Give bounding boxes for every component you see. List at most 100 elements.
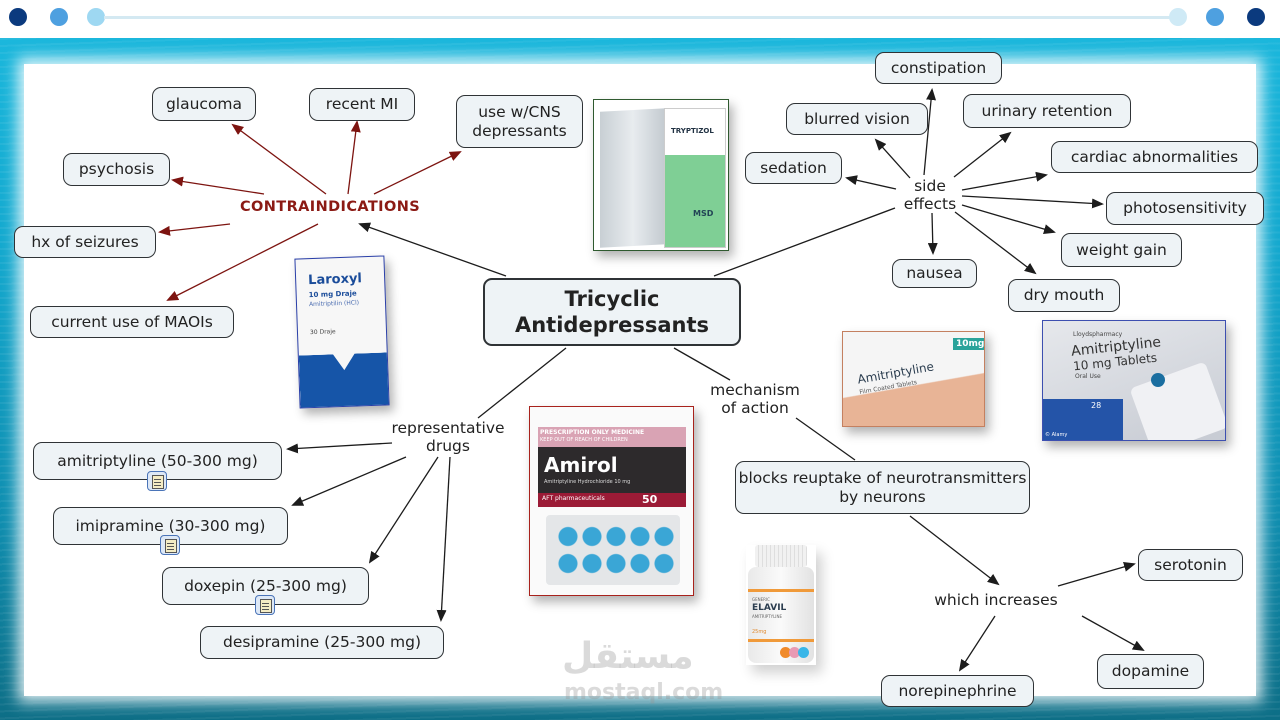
note-icon[interactable] [255,595,275,615]
lloyds-count: 28 [1091,401,1102,410]
connector-desipramine [436,456,451,622]
amirol-count: 50 [642,493,658,506]
header-dot [1247,8,1265,26]
elavil-brand: ELAVIL [752,603,787,613]
connector-blocks-increases [909,515,1000,586]
amirol-warning: PRESCRIPTION ONLY MEDICINE [540,429,645,436]
node-cardiac[interactable]: cardiac abnormalities [1051,141,1258,173]
elavil-generic: AMITRIPTYLINE [752,614,782,619]
connector-urinary [953,131,1012,178]
node-cns-line-1: use w/CNS [478,102,561,121]
side-effects-line-1: side [914,177,946,195]
node-nausea[interactable]: nausea [892,259,977,288]
amirol-photo: PRESCRIPTION ONLY MEDICINE KEEP OUT OF R… [529,406,694,596]
tryptizol-box: TRYPTIZOL MSD [664,108,726,248]
connector-photo [961,195,1104,209]
connector-drymouth [954,211,1037,275]
laroxyl-blue-band [299,352,390,408]
connector-maois [166,223,319,301]
amirol-blister [546,515,680,585]
rep-drugs-line-2: drugs [426,437,470,455]
header-line [104,16,1176,19]
node-norepinephrine[interactable]: norepinephrine [881,675,1034,707]
watermark-arabic: مستقل [562,636,694,677]
pill-orange [780,647,791,658]
laroxyl-brand: Laroxyl [307,271,363,289]
amirol-generic: Amitriptyline Hydrochloride 10 mg [544,479,631,485]
node-psychosis[interactable]: psychosis [63,153,170,186]
node-photosensitivity[interactable]: photosensitivity [1106,192,1264,225]
laroxyl-generic: Amitriptilin (HCl) [308,299,360,309]
root-line-1: Tricyclic [564,287,660,311]
amitriptyline-box-photo: Amitriptyline Film Coated Tablets 10mg [842,331,985,427]
which-increases-label[interactable]: which increases [934,591,1058,609]
node-serotonin[interactable]: serotonin [1138,549,1243,581]
connector-constipation [923,88,937,176]
connector-recent-mi [347,120,361,195]
laroxyl-count: 30 Draje [309,328,336,337]
laroxyl-dose: 10 mg Draje [308,289,357,300]
pill-blue [798,647,809,658]
lloyds-photo: Lloydspharmacy Amitriptyline 10 mg Table… [1042,320,1226,441]
node-dopamine[interactable]: dopamine [1097,654,1204,689]
rep-drugs-line-1: representative [391,419,505,437]
connector-norepinephrine [958,615,996,672]
lloyds-blister [1129,361,1225,440]
note-icon[interactable] [160,535,180,555]
connector-weight [961,204,1056,234]
tryptizol-photo: TRYPTIZOL MSD [593,99,729,251]
elavil-bottle-photo: GENERIC ELAVIL AMITRIPTYLINE 25mg [746,545,816,665]
node-sedation[interactable]: sedation [745,152,842,184]
connector-doxepin [368,456,439,564]
node-blurred-vision[interactable]: blurred vision [786,103,928,135]
pill-pink [789,647,800,658]
node-cns-depressants[interactable]: use w/CNS depressants [456,95,583,148]
elavil-dose: 25mg [752,629,767,635]
lloyds-maker: Lloydspharmacy [1073,331,1123,338]
main-connectors [286,88,1145,672]
connector-blurred [874,138,911,179]
node-dry-mouth[interactable]: dry mouth [1008,279,1120,312]
root-node[interactable]: Tricyclic Antidepressants [483,278,741,346]
blocks-line-1: blocks reuptake of neurotransmitters [738,468,1027,487]
contraindications-heading[interactable]: CONTRAINDICATIONS [240,199,421,215]
elavil-tag: GENERIC [752,597,770,602]
watermark-latin: mostaql.com [564,680,724,705]
connector-root-drugs [477,347,567,419]
node-recent-mi[interactable]: recent MI [309,88,415,121]
header-dot [87,8,105,26]
note-icon[interactable] [147,471,167,491]
side-effects-label[interactable]: side effects [895,177,965,213]
connector-glaucoma [231,123,327,195]
connector-root-contra [358,222,507,277]
lloyds-use: Oral Use [1075,373,1101,380]
node-glaucoma[interactable]: glaucoma [152,87,256,121]
amirol-warning-2: KEEP OUT OF REACH OF CHILDREN [540,437,628,443]
connector-sedation [845,175,897,190]
header-dot [9,8,27,26]
connector-serotonin [1057,561,1136,587]
connector-seizures [158,223,231,236]
node-urinary-retention[interactable]: urinary retention [963,94,1131,128]
connector-dopamine [1081,615,1145,651]
node-desipramine[interactable]: desipramine (25-300 mg) [200,626,444,659]
header-dot [1206,8,1224,26]
node-blocks-reuptake[interactable]: blocks reuptake of neurotransmitters by … [735,461,1030,514]
contraindication-connectors [158,120,462,301]
slide-header-bar [0,0,1280,38]
connector-imipramine [291,456,407,506]
connector-root-side [713,207,896,277]
bottle-cap [755,545,807,567]
side-effects-line-2: effects [903,195,957,213]
mechanism-label[interactable]: mechanism of action [700,381,810,417]
representative-drugs-label[interactable]: representative drugs [383,419,513,455]
node-hx-seizures[interactable]: hx of seizures [14,226,156,258]
node-maois[interactable]: current use of MAOIs [30,306,234,338]
connector-cns [373,151,462,195]
node-weight-gain[interactable]: weight gain [1061,233,1182,267]
amirol-brand: Amirol [544,453,618,477]
node-cns-line-2: depressants [472,121,567,140]
node-amitriptyline[interactable]: amitriptyline (50-300 mg) [33,442,282,480]
connector-root-mech [673,347,731,381]
node-constipation[interactable]: constipation [875,52,1002,84]
